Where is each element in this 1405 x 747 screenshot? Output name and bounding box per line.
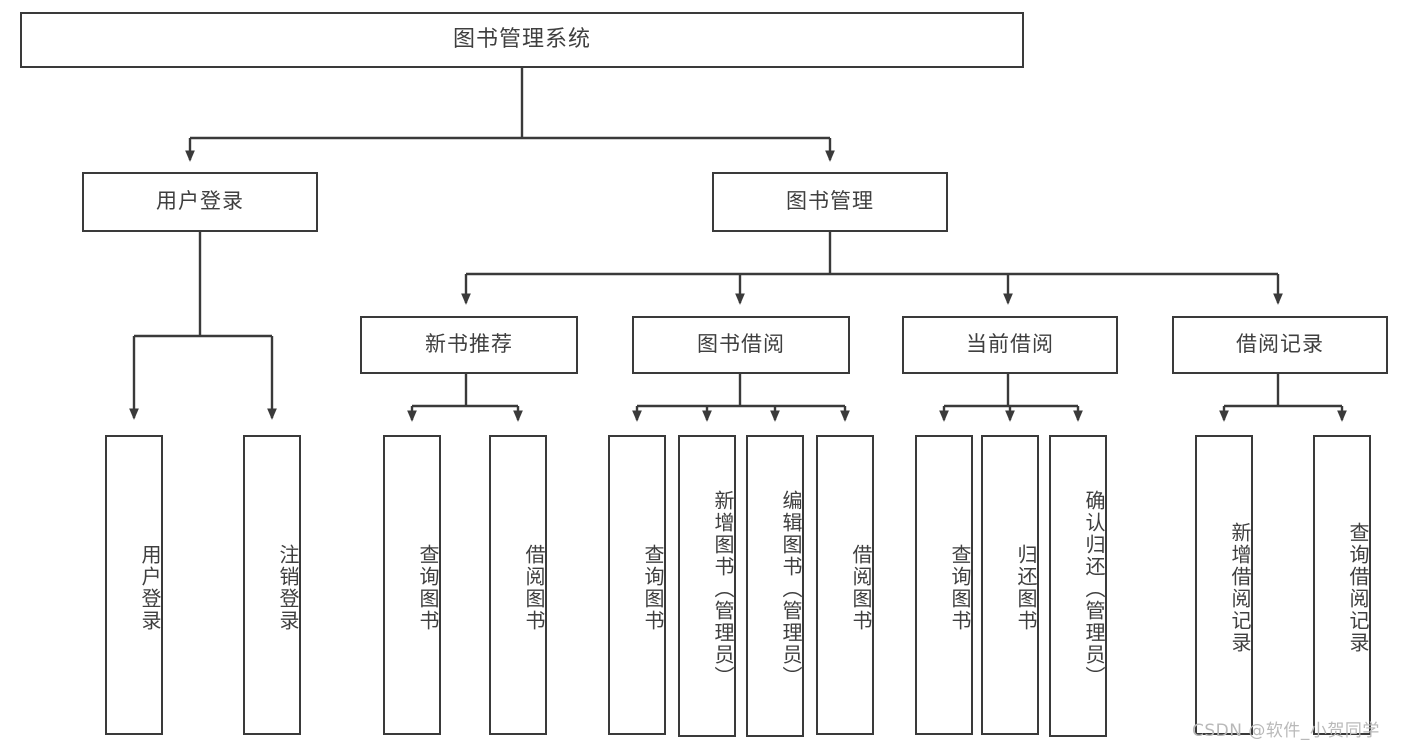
- leaf-query-book-recommend[interactable]: 查询图书: [383, 435, 441, 735]
- node-label: 当前借阅: [966, 332, 1054, 357]
- node-label: 查询图书: [641, 544, 665, 632]
- leaf-edit-book-admin[interactable]: 编辑图书（管理员）: [746, 435, 804, 737]
- node-label: 归还图书: [1014, 544, 1038, 632]
- node-borrow-record[interactable]: 借阅记录: [1172, 316, 1388, 374]
- node-label: 借阅记录: [1236, 332, 1324, 357]
- node-root-book-management-system[interactable]: 图书管理系统: [20, 12, 1024, 68]
- leaf-return-book[interactable]: 归还图书: [981, 435, 1039, 735]
- leaf-borrow-book-recommend[interactable]: 借阅图书: [489, 435, 547, 735]
- leaf-logout-login[interactable]: 注销登录: [243, 435, 301, 735]
- leaf-query-book-current[interactable]: 查询图书: [915, 435, 973, 735]
- node-label: 查询图书: [948, 544, 972, 632]
- node-label: 新书推荐: [425, 332, 513, 357]
- node-label: 借阅图书: [522, 544, 546, 632]
- node-label: 新增图书（管理员）: [711, 490, 735, 688]
- node-label: 图书借阅: [697, 332, 785, 357]
- node-label: 用户登录: [138, 544, 162, 632]
- node-label: 确认归还（管理员）: [1082, 490, 1106, 688]
- node-label: 借阅图书: [849, 544, 873, 632]
- node-label: 图书管理系统: [452, 26, 591, 52]
- node-label: 用户登录: [156, 189, 244, 214]
- node-label: 编辑图书（管理员）: [779, 490, 803, 688]
- leaf-borrow-book[interactable]: 借阅图书: [816, 435, 874, 735]
- node-book-management[interactable]: 图书管理: [712, 172, 948, 232]
- leaf-confirm-return-admin[interactable]: 确认归还（管理员）: [1049, 435, 1107, 737]
- node-label: 注销登录: [276, 544, 300, 632]
- node-label: 查询借阅记录: [1346, 522, 1370, 654]
- leaf-user-login[interactable]: 用户登录: [105, 435, 163, 735]
- node-user-login[interactable]: 用户登录: [82, 172, 318, 232]
- node-label: 图书管理: [786, 189, 874, 214]
- leaf-query-borrow-record[interactable]: 查询借阅记录: [1313, 435, 1371, 735]
- node-current-borrow[interactable]: 当前借阅: [902, 316, 1118, 374]
- node-new-book-recommend[interactable]: 新书推荐: [360, 316, 578, 374]
- leaf-add-book-admin[interactable]: 新增图书（管理员）: [678, 435, 736, 737]
- node-label: 查询图书: [416, 544, 440, 632]
- watermark-csdn: CSDN @软件_小贺同学: [1192, 721, 1380, 741]
- node-label: 新增借阅记录: [1228, 522, 1252, 654]
- node-book-borrow[interactable]: 图书借阅: [632, 316, 850, 374]
- leaf-add-borrow-record[interactable]: 新增借阅记录: [1195, 435, 1253, 735]
- leaf-query-book-borrow[interactable]: 查询图书: [608, 435, 666, 735]
